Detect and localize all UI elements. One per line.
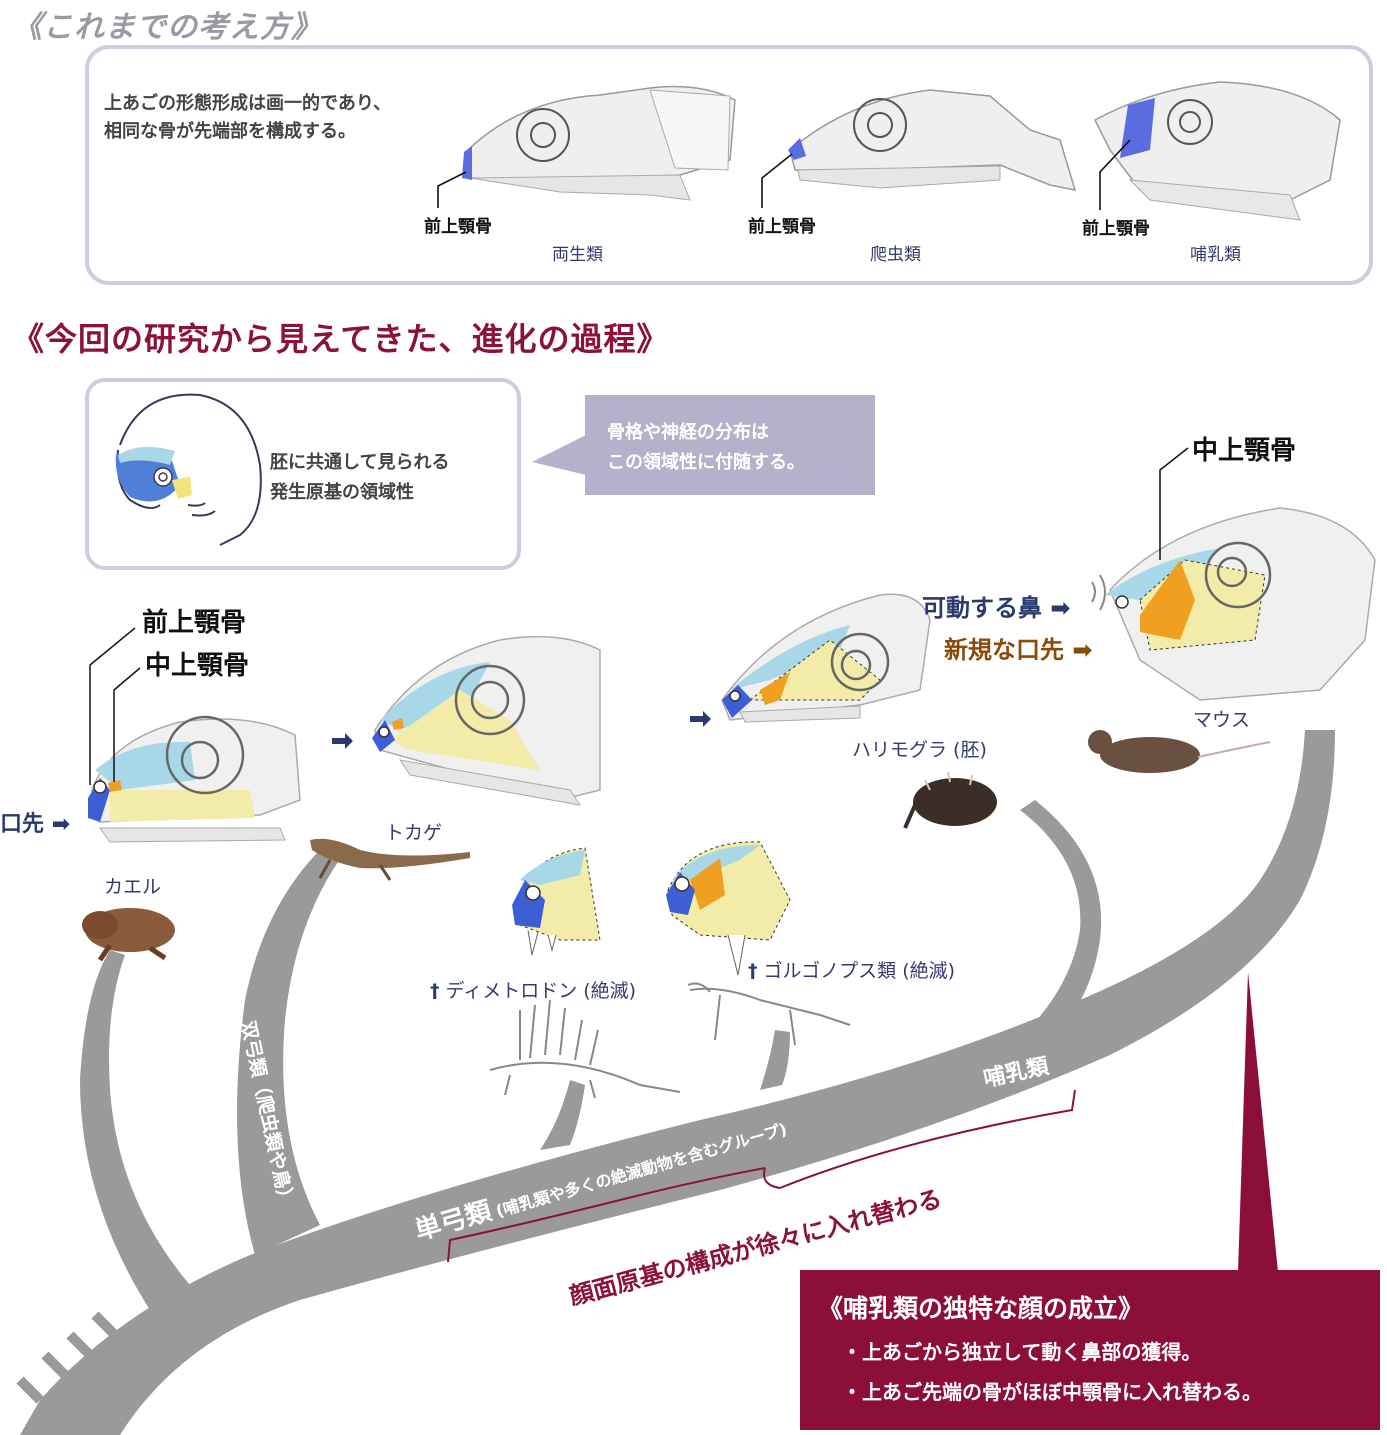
mammal-bracket	[779, 1089, 1076, 1189]
embryo-description: 胚に共通して見られる 発生原基の領域性	[270, 448, 449, 508]
old-view-description-line2: 相同な骨が先端部を構成する。	[104, 121, 356, 142]
amphibian-taxon-label: 両生類	[552, 245, 603, 265]
mouse-skull-illustration	[1091, 447, 1376, 701]
mammal-premaxilla-label: 前上顎骨	[1082, 219, 1150, 239]
dimetrodon-extinct-dagger: †	[430, 980, 440, 1002]
frog-skull-illustration	[88, 627, 301, 843]
mouse-species-label: マウス	[1193, 709, 1251, 731]
dimetrodon-head-illustration	[512, 847, 601, 956]
new-mouth-tip-text: 新規な口先	[944, 636, 1064, 664]
movable-nose-text: 可動する鼻	[922, 594, 1042, 622]
echidna-photo	[903, 771, 997, 829]
mouth-tip-arrow: ➡	[51, 812, 71, 837]
gorgonops-name: ゴルゴノプス類 (絶滅)	[763, 960, 956, 982]
amphibian-skull-illustration	[437, 85, 736, 208]
mouse-photo	[1088, 730, 1271, 773]
lizard-skull-illustration	[372, 635, 601, 806]
dimetrodon-label: † ディメトロドン (絶滅)	[430, 976, 636, 1003]
amphibian-premaxilla-label: 前上顎骨	[424, 217, 492, 237]
dimetrodon-skeleton	[489, 999, 681, 1099]
old-view-description: 上あごの形態形成は画一的であり、 相同な骨が先端部を構成する。	[104, 90, 391, 146]
embryo-description-line2: 発生原基の領域性	[270, 482, 414, 503]
callout-pointer	[532, 435, 586, 475]
old-view-heading: 《これまでの考え方》	[12, 10, 322, 45]
frog-photo	[82, 908, 175, 962]
echidna-species-label: ハリモグラ (胚)	[852, 739, 987, 761]
frog-premaxilla-label: 前上顎骨	[142, 608, 247, 638]
movable-nose-label: 可動する鼻 ➡	[922, 588, 1070, 623]
callout-text: 骨格や神経の分布は この領域性に付随する。	[607, 418, 805, 478]
reptile-premaxilla-label: 前上顎骨	[748, 217, 816, 237]
reptile-skull-illustration	[761, 89, 1077, 208]
gorgonops-label: † ゴルゴノプス類 (絶滅)	[748, 956, 955, 983]
conclusion-bullet-2: ・上あご先端の骨がほぼ中顎骨に入れ替わる。	[842, 1380, 1262, 1404]
lizard-species-label: トカゲ	[385, 822, 443, 844]
old-view-description-line1: 上あごの形態形成は画一的であり、	[104, 93, 392, 114]
synapsid-bracket	[447, 1167, 766, 1263]
lizard-photo	[310, 838, 470, 881]
mouth-tip-text: 口先	[0, 812, 45, 837]
callout-line2: この領域性に付随する。	[607, 452, 805, 473]
echidna-skull-illustration	[721, 593, 931, 723]
phylogeny-tree	[16, 730, 1335, 1435]
new-mouth-tip-label: 新規な口先 ➡	[944, 630, 1092, 665]
movable-nose-arrow: ➡	[1050, 594, 1071, 622]
embryo-description-line1: 胚に共通して見られる	[270, 452, 450, 473]
conclusion-pointer	[1238, 972, 1278, 1272]
gorgonops-skeleton	[687, 982, 851, 1046]
conclusion-bullet-1: ・上あごから独立して動く鼻部の獲得。	[842, 1340, 1202, 1364]
arrow-markers	[332, 711, 711, 749]
callout-line1: 骨格や神経の分布は	[607, 422, 769, 443]
reptile-taxon-label: 爬虫類	[870, 245, 921, 265]
conclusion-title: 《哺乳類の独特な顔の成立》	[818, 1294, 1144, 1323]
embryo-illustration	[115, 393, 262, 546]
frog-septomaxilla-label: 中上顎骨	[145, 651, 250, 681]
dimetrodon-name: ディメトロドン (絶滅)	[445, 980, 637, 1002]
mammal-skull-illustration	[1094, 81, 1341, 221]
mouse-septomaxilla-label: 中上顎骨	[1192, 436, 1297, 466]
frog-species-label: カエル	[104, 876, 162, 898]
gorgonops-head-illustration	[666, 841, 791, 976]
mouth-tip-label: 口先 ➡	[0, 806, 70, 838]
new-view-heading: 《今回の研究から見えてきた、進化の過程》	[12, 320, 670, 358]
mammal-taxon-label: 哺乳類	[1190, 245, 1241, 265]
conclusion-box	[800, 1270, 1380, 1430]
new-mouth-tip-arrow: ➡	[1072, 636, 1093, 664]
gorgonops-extinct-dagger: †	[748, 960, 758, 982]
callout-box	[585, 395, 875, 495]
